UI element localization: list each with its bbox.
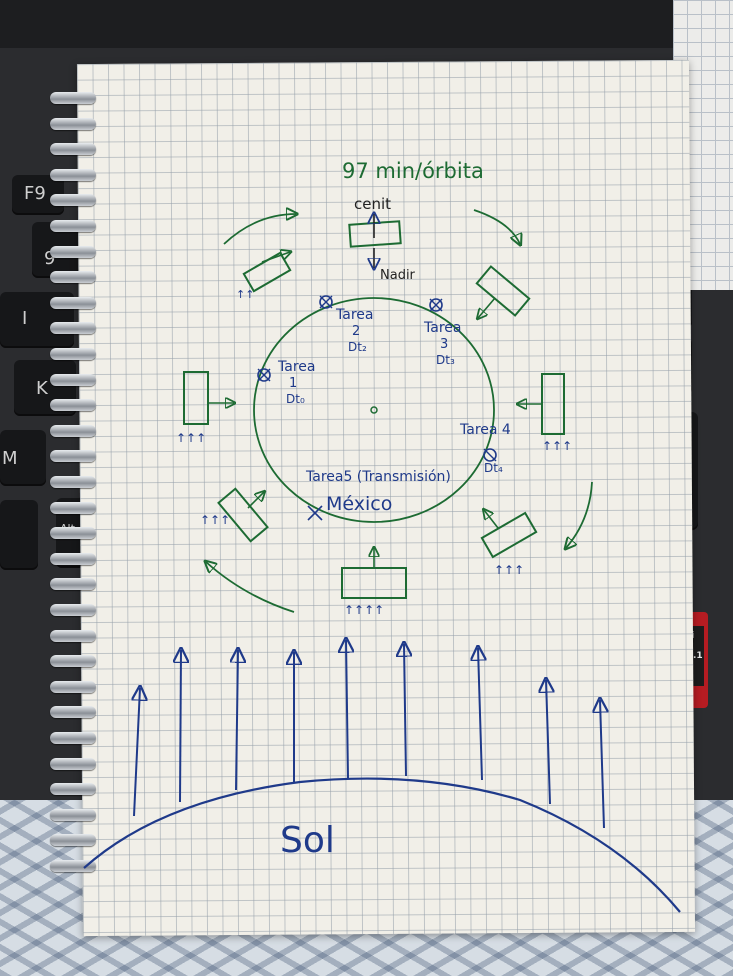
- sun-ray: [404, 644, 406, 777]
- satellite-right: ↑↑↑: [518, 373, 572, 453]
- orbit-arrow-right: [566, 481, 593, 548]
- spiral-ring: [50, 527, 96, 540]
- sun-ray: [180, 650, 181, 803]
- svg-text:↑↑↑↑: ↑↑↑↑: [344, 603, 384, 617]
- task-5-label: Tarea5 (Transmisión): [305, 469, 451, 485]
- spiral-ring: [50, 604, 96, 616]
- spiral-ring: [50, 168, 96, 181]
- key-k-label: K: [36, 378, 48, 399]
- spiral-ring: [50, 399, 96, 412]
- spiral-ring: [50, 194, 96, 207]
- spiral-ring: [50, 629, 96, 642]
- key-alt-left: [0, 500, 38, 570]
- sun-ray: [546, 680, 550, 805]
- key-9-label: 9: [44, 248, 56, 269]
- spiral-ring: [50, 117, 96, 130]
- spiral-ring: [50, 143, 96, 156]
- orbit-arrow-top-left: [223, 214, 296, 245]
- task-1-number: 1: [289, 376, 297, 391]
- earth-center-dot: [370, 406, 378, 414]
- satellite-lower-right: ↑↑↑: [480, 510, 538, 577]
- spiral-ring: [50, 808, 96, 821]
- spiral-ring: [50, 501, 96, 514]
- svg-text:↑↑↑: ↑↑↑: [494, 563, 524, 577]
- spiral-ring: [50, 834, 96, 847]
- task-3-marker: [429, 298, 443, 312]
- task-2-label: Tarea: [335, 307, 373, 323]
- spiral-ring: [50, 348, 96, 360]
- spiral-ring: [50, 245, 96, 258]
- svg-text:↑↑↑: ↑↑↑: [542, 439, 572, 453]
- svg-text:↑↑: ↑↑: [236, 288, 254, 301]
- spiral-ring: [50, 757, 96, 770]
- spiral-ring: [50, 552, 96, 565]
- spiral-ring: [50, 271, 96, 284]
- earth-circle: [253, 297, 495, 523]
- task-1-dt: Dt₀: [286, 392, 305, 406]
- mexico-label: México: [326, 493, 392, 515]
- sun-ray: [478, 648, 482, 781]
- zenith-label: cenit: [354, 195, 391, 213]
- spiral-ring: [50, 476, 96, 488]
- task-4-marker: [483, 448, 497, 462]
- nadir-label: Nadir: [380, 268, 416, 283]
- satellite-top: [348, 220, 402, 248]
- sun-rays: [134, 640, 604, 829]
- satellite-bottom: ↑↑↑↑: [341, 548, 407, 617]
- spiral-ring: [50, 296, 96, 309]
- spiral-ring: [50, 783, 96, 796]
- sun-ray: [600, 700, 604, 829]
- laptop-screen-edge: [0, 0, 733, 48]
- satellite-left: ↑↑↑: [176, 371, 234, 445]
- spiral-ring: [50, 322, 96, 335]
- satellite-upper-left: ↑↑: [236, 252, 290, 301]
- task-2-number: 2: [352, 324, 360, 339]
- spiral-binding: [50, 92, 100, 882]
- task-2-marker: [319, 295, 333, 309]
- sun-label: Sol: [280, 820, 335, 861]
- spiral-ring: [50, 578, 96, 591]
- key-f9-label: F9: [24, 183, 46, 204]
- task-3-label: Tarea: [423, 320, 461, 336]
- spiral-ring: [50, 680, 96, 693]
- spiral-ring: [50, 450, 96, 463]
- spiral-ring: [50, 732, 96, 744]
- orbit-arrow-bottom-left: [206, 562, 295, 613]
- spiral-ring: [50, 860, 96, 872]
- spiral-ring: [50, 220, 96, 232]
- key-m: M: [0, 430, 46, 486]
- task-2-dt: Dt₂: [348, 340, 367, 354]
- task-3-dt: Dt₃: [436, 353, 455, 367]
- spiral-ring: [50, 706, 96, 719]
- sun-ray: [346, 640, 348, 779]
- sun-ray: [236, 650, 238, 791]
- svg-text:↑↑↑: ↑↑↑: [200, 513, 230, 527]
- mexico-marker: [307, 505, 323, 521]
- key-m-label: M: [2, 448, 18, 469]
- satellite-upper-right: [477, 265, 531, 318]
- sun-surface-curve: [83, 777, 681, 913]
- sun-ray: [134, 688, 140, 817]
- satellite-lower-left: ↑↑↑: [200, 487, 269, 543]
- task-3-number: 3: [440, 337, 448, 352]
- orbit-period-text: 97 min/órbita: [342, 159, 484, 183]
- spiral-ring: [50, 373, 96, 386]
- spiral-ring: [50, 655, 96, 668]
- orbit-arrow-top-right: [473, 209, 520, 244]
- spiral-ring: [50, 424, 96, 437]
- task-4-dt: Dt₄: [484, 461, 503, 475]
- task-4-label: Tarea 4: [459, 422, 511, 438]
- spiral-ring: [50, 92, 96, 104]
- key-i-label: I: [22, 308, 28, 329]
- task-1-marker: [257, 368, 271, 382]
- svg-text:↑↑↑: ↑↑↑: [176, 431, 206, 445]
- task-1-label: Tarea: [277, 359, 315, 375]
